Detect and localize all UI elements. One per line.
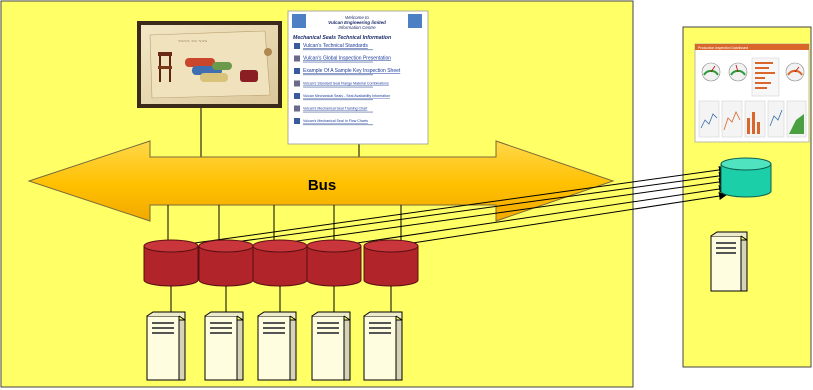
link-caption	[303, 124, 373, 126]
link-bullet-icon	[294, 118, 300, 124]
database-icon	[198, 239, 254, 312]
link-bullet-icon	[294, 105, 300, 112]
link-caption	[303, 99, 373, 101]
link-caption	[303, 49, 373, 51]
server-icon	[204, 311, 244, 381]
dashboard-title: Production Inspection Dashboard	[698, 46, 748, 50]
link-caption	[303, 111, 373, 113]
dashboard-server-icon	[710, 231, 748, 292]
link-caption	[303, 86, 373, 88]
replication-arrow	[172, 166, 727, 247]
info-link[interactable]: Vulcan's Mechanical Seal Training Chart	[303, 107, 367, 111]
info-link[interactable]: Vulcan Mechanical Seals - Seal Availabil…	[303, 94, 390, 98]
svg-text:~~~~ ~~ ~~~: ~~~~ ~~ ~~~	[178, 39, 207, 45]
info-heading: Mechanical Seals Technical Information	[293, 35, 391, 41]
bus-drop-lines	[167, 205, 402, 240]
bus-arrow	[27, 140, 615, 222]
link-bullet-icon	[294, 55, 300, 62]
replication-arrow	[227, 171, 727, 244]
link-bullet-icon	[294, 43, 300, 49]
info-link[interactable]: Vulcan's Mechanical Seal In Flow Charts	[303, 119, 368, 123]
server-icon	[363, 311, 403, 381]
database-icon	[306, 239, 362, 312]
info-link[interactable]: Example Of A Sample Key Inspection Sheet	[303, 68, 401, 74]
database-icon	[252, 239, 308, 312]
server-icon	[311, 311, 351, 381]
database-cluster	[143, 239, 419, 312]
info-page-screenshot: Welcome to Vulcan Engineering limited In…	[287, 10, 429, 145]
link-bullet-icon	[294, 93, 300, 99]
info-link[interactable]: Vulcan's Standard Seal Flange Material C…	[303, 82, 389, 86]
replication-arrow	[282, 178, 727, 244]
replication-arrows	[172, 166, 727, 247]
server-icon	[257, 311, 297, 381]
central-database-icon	[720, 157, 772, 198]
link-caption	[303, 61, 373, 63]
link-bullet-icon	[294, 68, 300, 74]
dashboard-gauges	[701, 62, 805, 82]
database-icon	[363, 239, 419, 312]
info-welcome-3: Information Centre	[338, 25, 376, 30]
info-link[interactable]: Vulcan's Technical Standards	[303, 43, 368, 49]
server-cluster	[146, 311, 403, 381]
server-icon	[710, 231, 748, 292]
server-icon	[146, 311, 186, 381]
database-icon	[143, 239, 199, 312]
link-bullet-icon	[294, 80, 300, 87]
info-welcome-1: Welcome to	[345, 15, 369, 20]
link-caption	[303, 74, 373, 76]
info-welcome-2: Vulcan Engineering limited	[328, 20, 386, 25]
replication-arrow	[336, 185, 727, 247]
bus-label: Bus	[308, 177, 336, 194]
web-page-screenshot: ~~~~ ~~ ~~~	[137, 21, 282, 108]
dashboard-screenshot: Production Inspection Dashboard	[694, 43, 810, 143]
replication-arrow	[392, 192, 727, 247]
info-link[interactable]: Vulcan's Global Inspection Presentation	[303, 56, 391, 62]
